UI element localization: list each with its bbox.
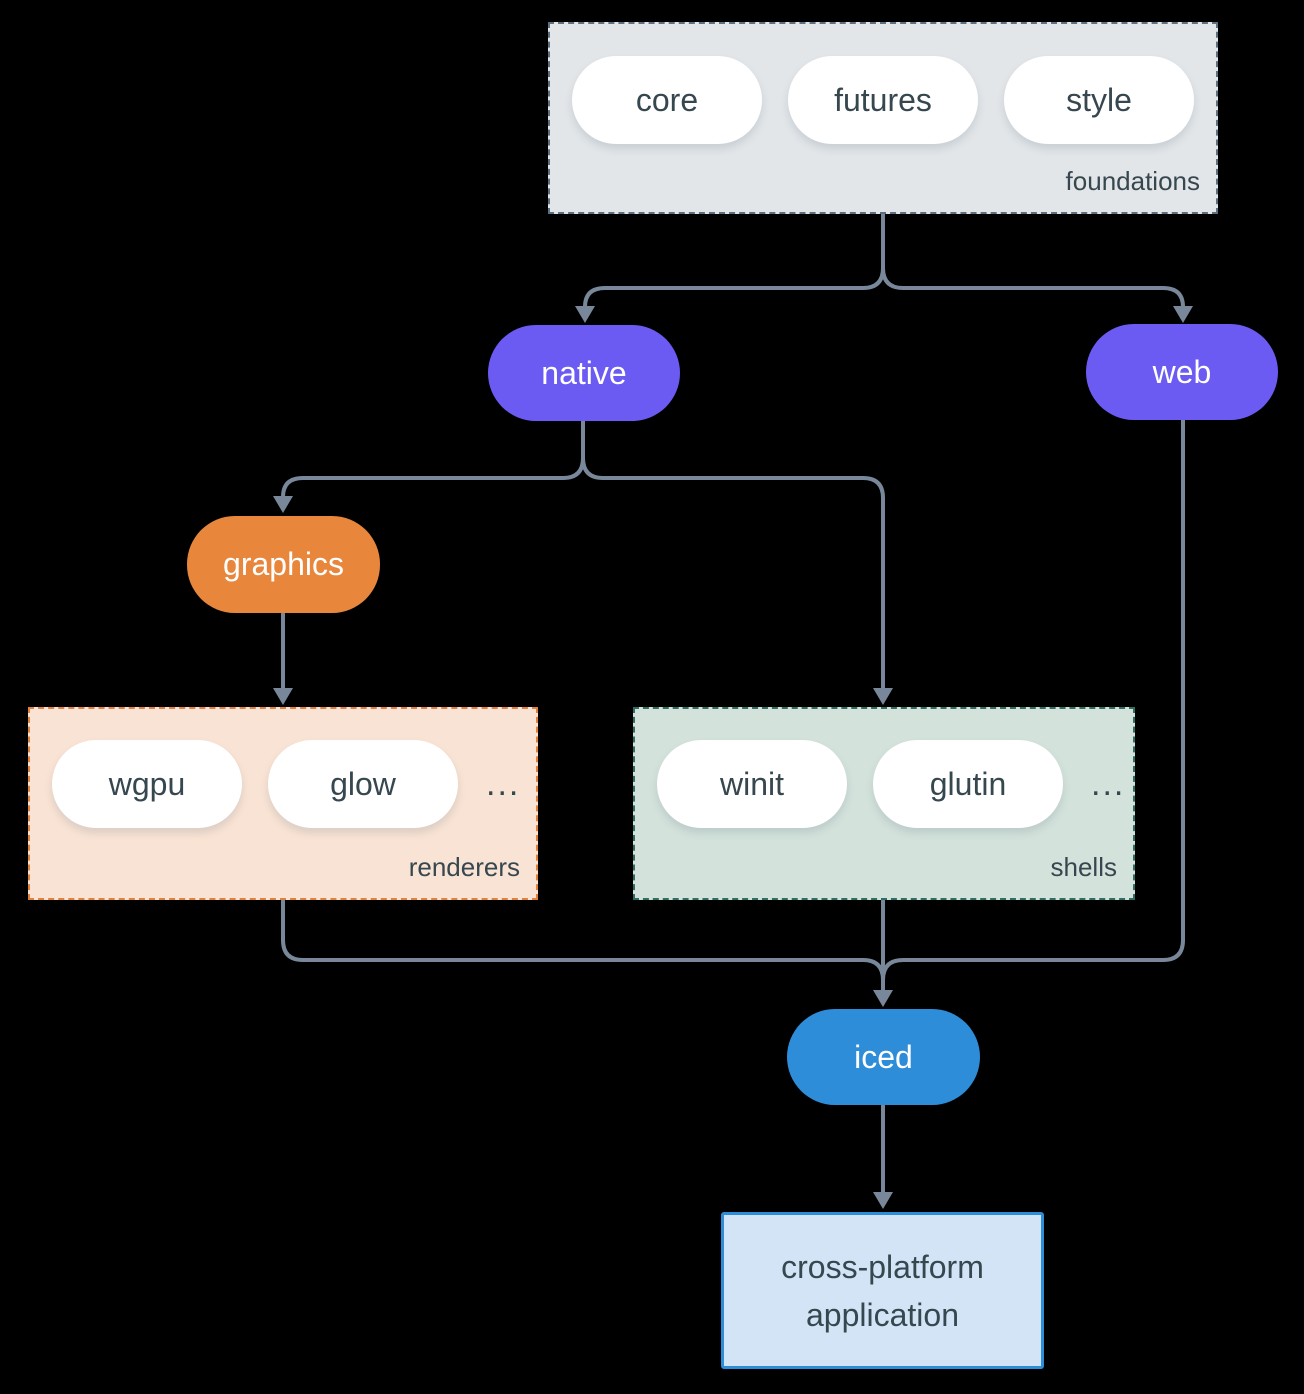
pill-style: style [1004,56,1194,144]
arrowhead-web [1173,306,1193,323]
renderers-ellipsis: ... [486,764,521,803]
edge-renderers-iced [281,899,885,982]
pill-futures: futures [788,56,978,144]
shells-ellipsis: ... [1091,764,1126,803]
edge-foundations-native [583,212,885,309]
pill-winit: winit [657,740,847,828]
renderers-items: wgpu glow ... [52,740,520,828]
edge-native-shells [581,456,885,690]
group-foundations: core futures style foundations [548,22,1218,214]
renderers-label: renderers [408,852,520,882]
foundations-items: core futures style [572,56,1194,144]
node-cross-platform-application: cross-platform application [721,1212,1044,1369]
edge-native-graphics [281,419,585,499]
group-renderers: wgpu glow ... renderers [28,707,538,900]
arrowhead-iced [873,990,893,1007]
group-shells: winit glutin ... shells [633,707,1135,900]
arrowhead-shells [873,688,893,705]
node-native: native [488,325,680,421]
arrowhead-application [873,1192,893,1209]
arrowhead-native [575,306,595,323]
pill-wgpu: wgpu [52,740,242,828]
node-iced: iced [787,1009,980,1105]
foundations-label: foundations [1065,166,1200,196]
arrowhead-graphics [273,496,293,513]
shells-label: shells [1050,852,1117,882]
arrowhead-renderers [273,688,293,705]
node-graphics: graphics [187,516,380,613]
edge-foundations-web [881,266,1185,309]
pill-glow: glow [268,740,458,828]
pill-glutin: glutin [873,740,1063,828]
pill-core: core [572,56,762,144]
shells-items: winit glutin ... [657,740,1125,828]
node-web: web [1086,324,1278,420]
